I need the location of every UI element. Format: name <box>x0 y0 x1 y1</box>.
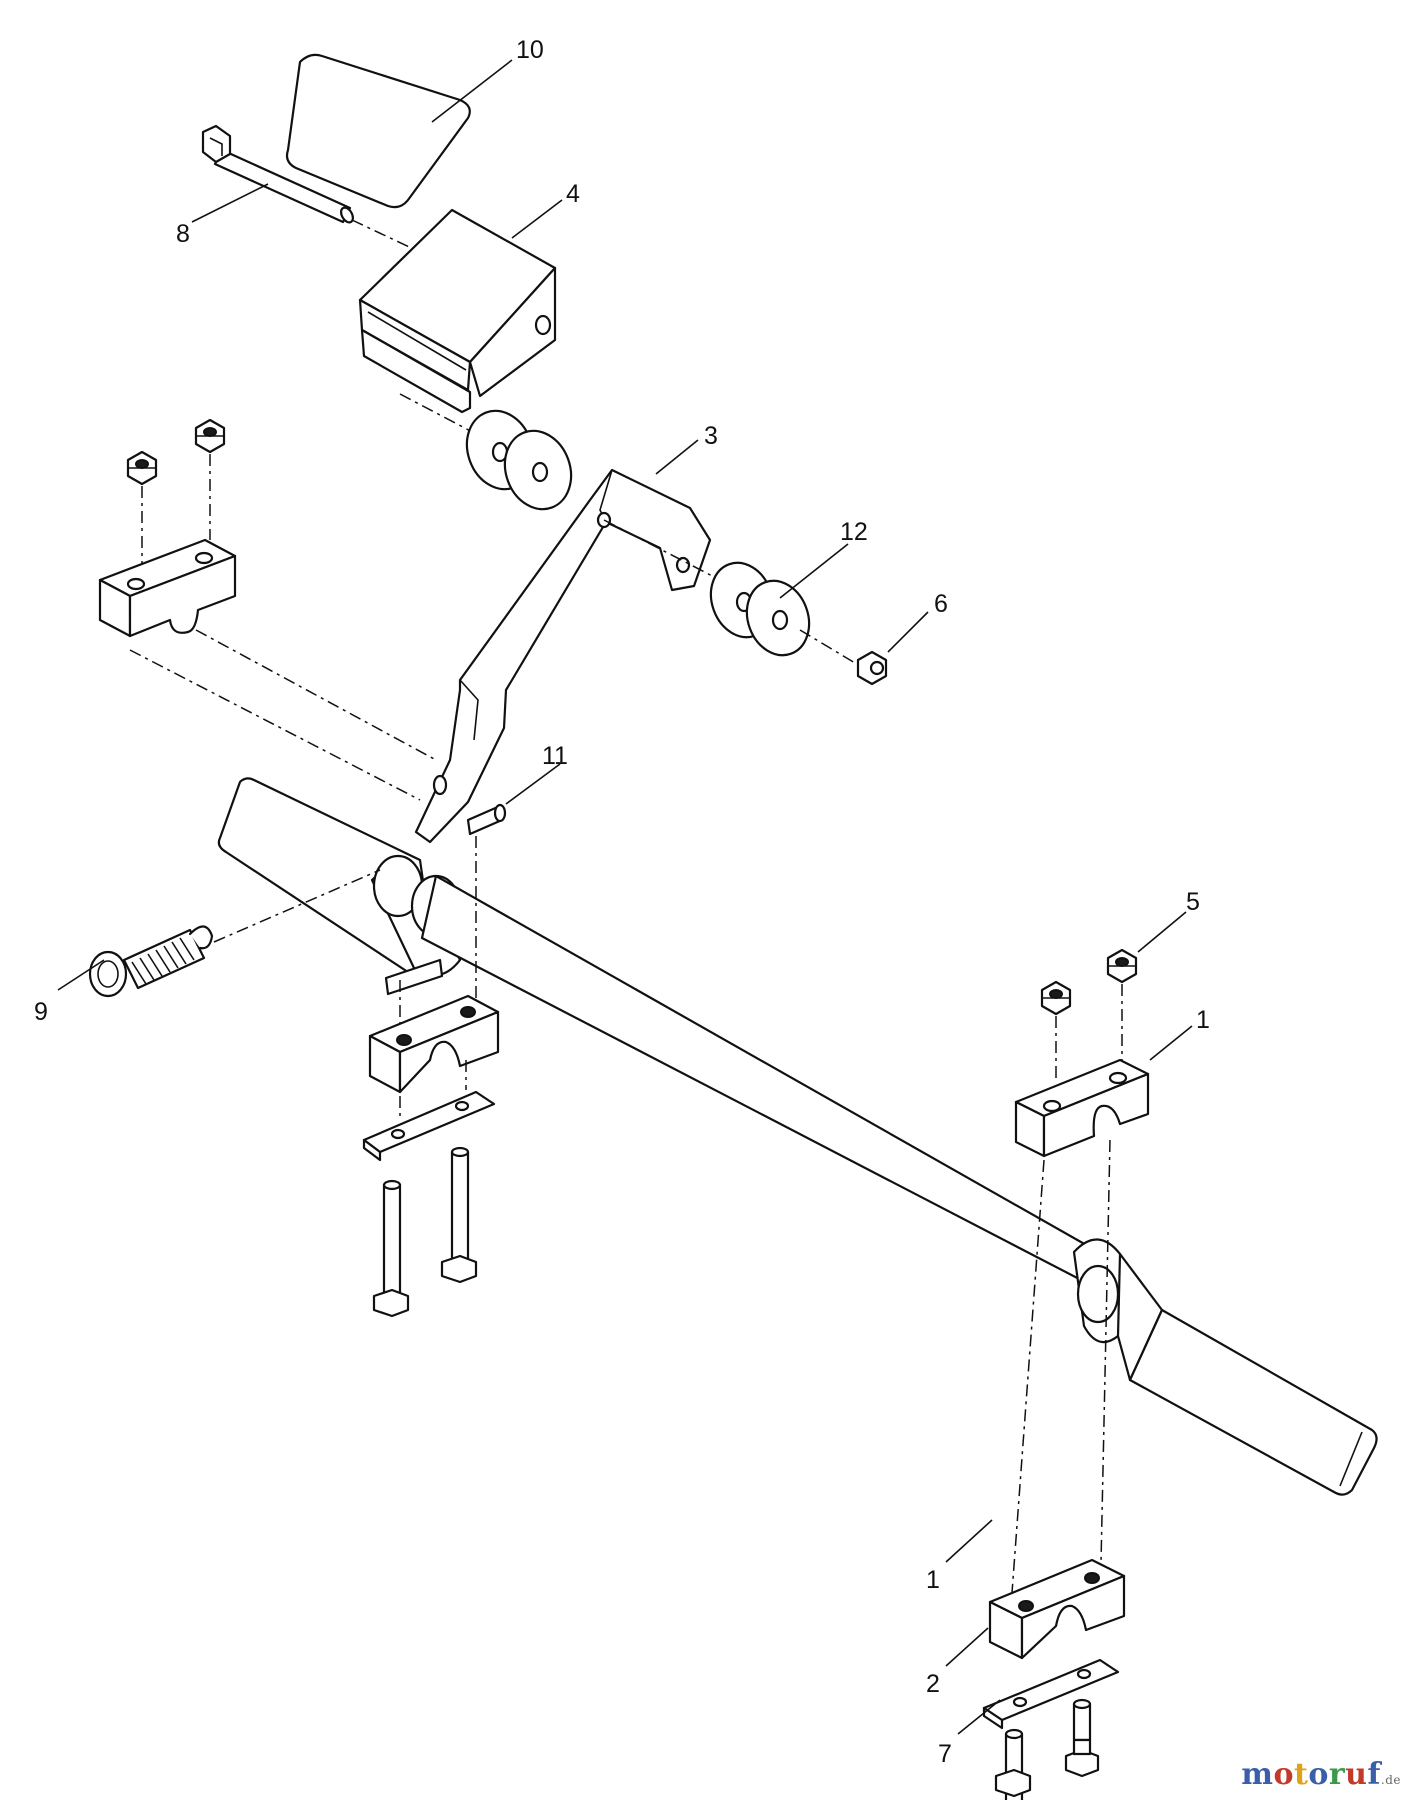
callout-6: 6 <box>934 590 948 618</box>
callout-1-lower: 1 <box>926 1566 940 1594</box>
pedal-centerline <box>399 393 481 437</box>
bolt-lower-right-1-head <box>994 1768 1032 1798</box>
plate-lower-right <box>982 1658 1120 1730</box>
callout-11: 11 <box>542 742 568 770</box>
pedal-pad <box>285 53 471 209</box>
leader-lines <box>57 59 1193 1735</box>
callout-10: 10 <box>516 36 544 64</box>
watermark-logo: motoruf.de <box>1241 1757 1401 1792</box>
watermark-letter: o <box>1273 1757 1294 1792</box>
bracket-lower-right <box>988 1558 1126 1660</box>
right-vertical-line-a <box>1009 1159 1045 1621</box>
watermark-letters: motoruf <box>1241 1757 1381 1792</box>
spring-centerline <box>213 869 381 943</box>
bracket-upper-right <box>1014 1058 1150 1158</box>
bolt-lower-left-2 <box>440 1146 478 1284</box>
nut-left-1 <box>126 450 158 486</box>
pivot-pin <box>432 774 507 836</box>
callout-7: 7 <box>938 1740 952 1768</box>
arm-centerline <box>603 519 721 581</box>
nut-right-2 <box>1106 948 1138 984</box>
pedal-arm <box>414 468 712 844</box>
watermark-letter: o <box>1308 1757 1329 1792</box>
watermark-letter: m <box>1241 1757 1274 1792</box>
watermark-letter: f <box>1367 1757 1381 1792</box>
watermark-letter: u <box>1345 1757 1368 1792</box>
plate-lower-left <box>362 1090 496 1162</box>
pin-centerline <box>351 219 421 253</box>
bolt-lower-right-2 <box>1064 1698 1100 1778</box>
callout-2: 2 <box>926 1670 940 1698</box>
pedal-block <box>358 208 557 414</box>
long-pin <box>201 124 354 224</box>
bracket-upper-left <box>98 538 237 638</box>
callout-8: 8 <box>176 220 190 248</box>
callout-9: 9 <box>34 998 48 1026</box>
return-spring <box>88 925 214 998</box>
bracket-lower-left <box>368 994 500 1094</box>
watermark-letter: r <box>1328 1757 1346 1792</box>
callout-4: 4 <box>566 180 580 208</box>
callout-3: 3 <box>704 422 718 450</box>
bolt-lower-left-1 <box>372 1179 410 1318</box>
bracket-upper-left-line-b <box>195 629 437 761</box>
bracket-upper-left-line-a <box>129 649 421 801</box>
main-shaft <box>420 874 1378 1496</box>
callout-1-upper: 1 <box>1196 1006 1210 1034</box>
washer-centerline <box>799 629 861 667</box>
arm-nut <box>856 650 888 686</box>
washer-pair-left <box>465 409 573 511</box>
right-vertical-line-b <box>1099 1139 1111 1611</box>
nut-right-1 <box>1040 980 1072 1016</box>
callout-12: 12 <box>840 518 868 546</box>
washer-pair-right <box>709 561 811 657</box>
watermark-suffix: .de <box>1380 1773 1401 1787</box>
nut-left-2 <box>194 418 226 454</box>
watermark-letter: t <box>1293 1757 1309 1792</box>
callout-5: 5 <box>1186 888 1200 916</box>
